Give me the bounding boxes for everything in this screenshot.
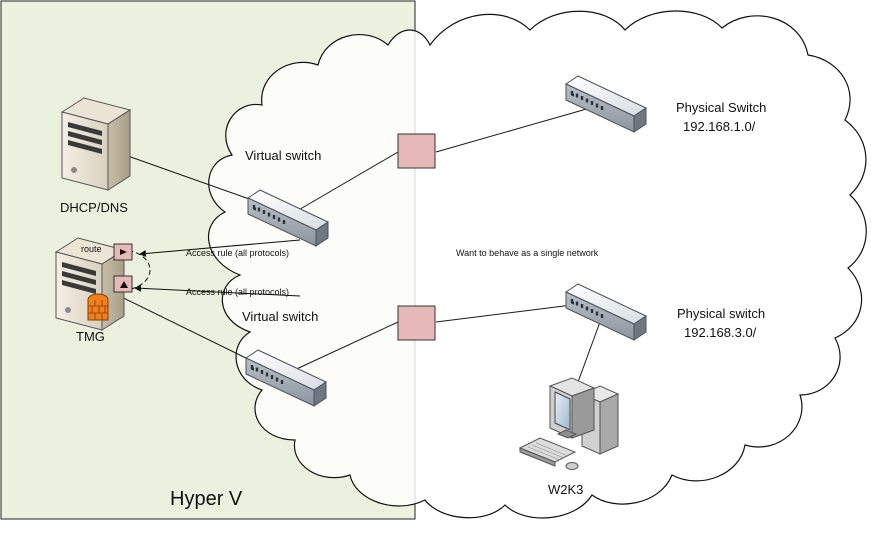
access-rule-label-1: Access rule (all protocols) bbox=[186, 248, 289, 258]
access-arrow-2 bbox=[134, 284, 301, 297]
firewall-server-icon bbox=[54, 237, 126, 331]
uplink-port-1 bbox=[397, 133, 436, 169]
tmg-label: TMG bbox=[76, 329, 105, 344]
virtual-switch-label-1: Virtual switch bbox=[245, 148, 321, 163]
center-note: Want to behave as a single network bbox=[456, 248, 599, 258]
dhcp-dns-label: DHCP/DNS bbox=[60, 200, 128, 215]
uplink-port-2 bbox=[397, 305, 436, 341]
server-icon bbox=[60, 97, 132, 191]
network-cloud bbox=[208, 10, 867, 519]
physical-switch-1-subnet: 192.168.1.0/ bbox=[683, 119, 756, 134]
physical-switch-2-name: Physical switch bbox=[677, 306, 765, 321]
hyperv-label: Hyper V bbox=[170, 488, 243, 510]
physical-switch-2-subnet: 192.168.3.0/ bbox=[684, 325, 757, 340]
access-arrow-1 bbox=[139, 239, 301, 257]
arrow-right-icon bbox=[120, 249, 127, 255]
w2k3-label: W2K3 bbox=[548, 482, 583, 497]
arrow-up-icon bbox=[120, 281, 128, 288]
virtual-switch-label-2: Virtual switch bbox=[242, 309, 318, 324]
route-label: route bbox=[81, 244, 102, 254]
access-rule-label-2: Access rule (all protocols) bbox=[186, 287, 289, 297]
physical-switch-1-name: Physical Switch bbox=[676, 100, 766, 115]
workstation-icon bbox=[518, 377, 620, 470]
